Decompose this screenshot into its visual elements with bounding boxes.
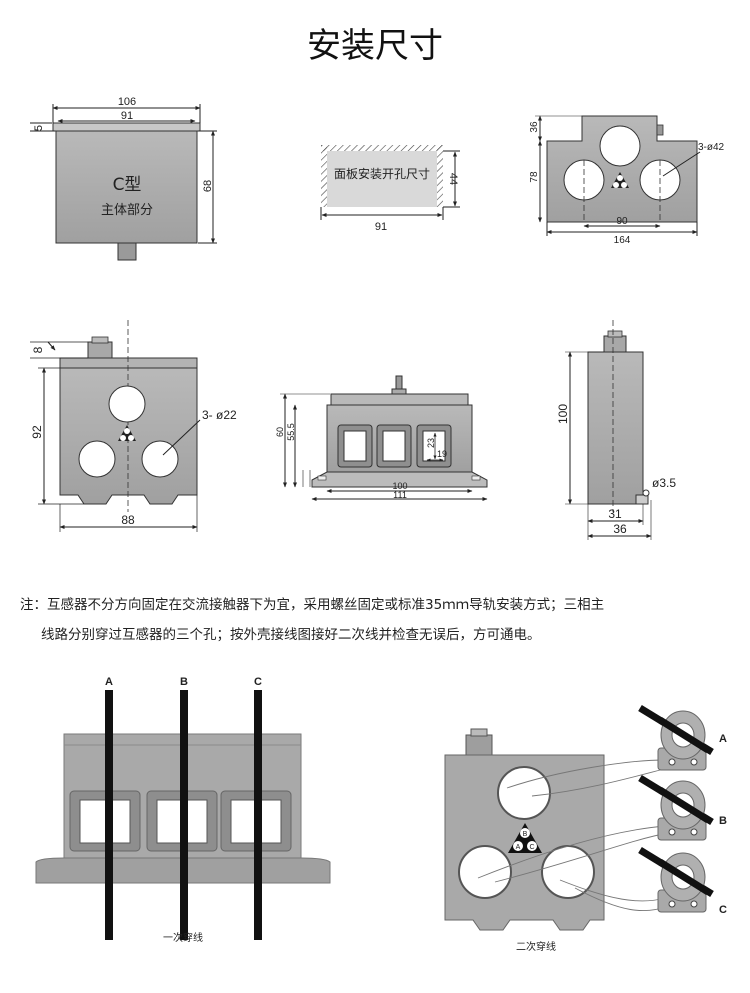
fig1-part-label: 主体部分 — [101, 203, 153, 218]
fig5-width-base: 111 — [393, 490, 407, 500]
fig1-height: 68 — [202, 180, 214, 192]
installation-note: 注：互感器不分方向固定在交流接触器下为宜，采用螺丝固定或标准35ｍｍ导轨安装方式… — [20, 590, 745, 650]
wiring2-hole-right — [541, 845, 595, 899]
fig1-body-front: C型 主体部分 106 91 5 68 — [30, 96, 217, 261]
fig5-width-rail: 100 — [392, 481, 407, 491]
fig6-height: 100 — [556, 404, 570, 424]
ct-c: C — [638, 847, 727, 916]
fig6-side-view: ø3.5 100 31 36 — [556, 320, 676, 540]
fig6-width-outer: 36 — [613, 522, 627, 536]
wiring1-phase-c: C — [254, 676, 262, 688]
wiring2-center-c: C — [529, 844, 534, 851]
wiring1-phase-a: A — [105, 676, 113, 688]
fig2-label: 面板安装开孔尺寸 — [334, 166, 430, 181]
ct-b: B — [638, 775, 727, 841]
fig3-front-view: 3-ø42 36 78 90 164 — [529, 115, 725, 246]
wiring1-phase-b: B — [180, 676, 188, 688]
fig1-width-outer: 106 — [118, 96, 136, 108]
wiring2-caption: 二次穿线 — [516, 940, 556, 953]
fig5-side-view: 23 19 60 55.5 100 111 — [275, 375, 488, 501]
fig4-tab-height: 8 — [31, 346, 45, 353]
fig4-hole-label: 3- ø22 — [202, 408, 237, 422]
fig2-panel-cutout: 面板安装开孔尺寸 44 91 — [320, 145, 460, 233]
fig4-front-view: 3- ø22 8 92 88 — [30, 320, 237, 532]
ct-a-label: A — [719, 733, 727, 745]
fig1-top-lip: 5 — [33, 125, 45, 131]
ct-b-label: B — [719, 815, 727, 827]
fig1-type-label: C型 — [113, 175, 142, 195]
ct-a: A — [638, 705, 727, 771]
page-title: 安装尺寸 — [307, 26, 443, 66]
wiring-primary: A B C 一次穿线 — [35, 676, 331, 944]
wiring2-hole-left — [458, 845, 512, 899]
fig3-width: 164 — [614, 235, 631, 246]
fig6-width-inner: 31 — [608, 507, 622, 521]
fig4-hole-top — [108, 385, 146, 423]
fig2-height: 44 — [447, 173, 459, 185]
wiring2-center-a: A — [516, 844, 521, 851]
fig4-width: 88 — [121, 513, 135, 527]
note-line-1: 注：互感器不分方向固定在交流接触器下为宜，采用螺丝固定或标准35ｍｍ导轨安装方式… — [20, 597, 605, 613]
fig3-top-height: 36 — [529, 121, 540, 133]
fig1-width-inner: 91 — [121, 110, 133, 122]
fig5-window-width: 19 — [437, 449, 447, 459]
wiring1-caption: 一次穿线 — [163, 931, 203, 944]
wiring-secondary: B A C A B — [444, 705, 727, 953]
wiring2-center-b: B — [523, 831, 528, 838]
fig3-hole-label: 3-ø42 — [698, 142, 725, 153]
fig3-hole-top — [599, 125, 641, 167]
ct-c-label: C — [719, 904, 727, 916]
fig5-height-outer: 60 — [275, 427, 285, 437]
fig2-width: 91 — [375, 221, 387, 233]
fig5-height-inner: 55.5 — [286, 423, 296, 441]
fig3-hole-spacing: 90 — [616, 216, 628, 227]
fig4-hole-left — [78, 440, 116, 478]
wiring2-hole-top — [497, 766, 551, 820]
fig6-hole-label: ø3.5 — [652, 476, 676, 490]
note-line-2: 线路分别穿过互感器的三个孔；按外壳接线图接好二次线并检查无误后，方可通电。 — [41, 627, 541, 643]
fig5-window-height: 23 — [426, 438, 436, 448]
fig3-body-height: 78 — [529, 171, 540, 183]
fig4-height: 92 — [30, 425, 44, 439]
